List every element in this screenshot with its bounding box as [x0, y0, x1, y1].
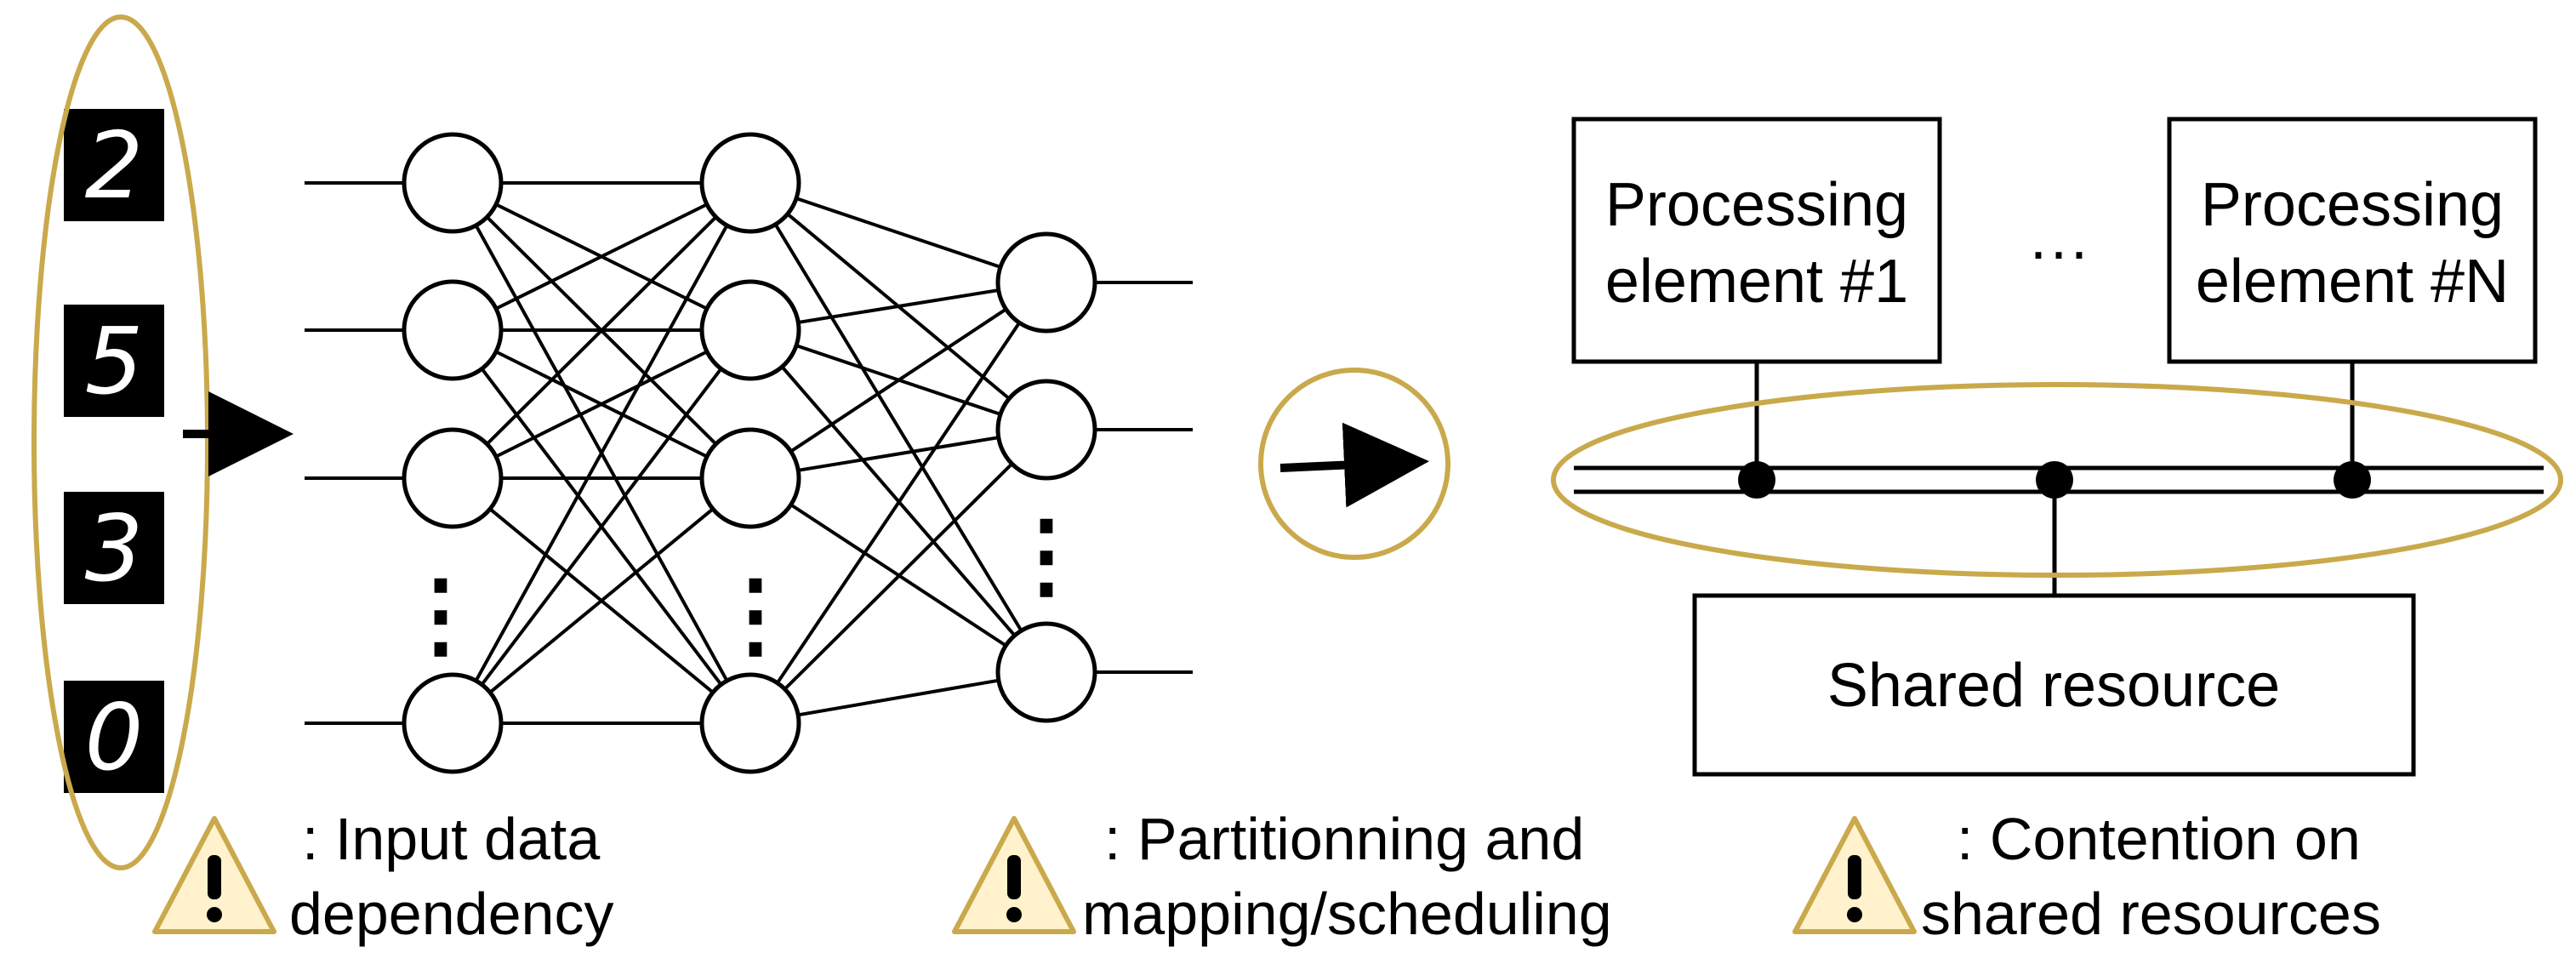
- shared-resource-label: Shared resource: [1827, 652, 2280, 720]
- processing-element-1: [1571, 117, 1942, 364]
- contention-highlight: [1551, 382, 2563, 578]
- network-connection: [474, 224, 729, 682]
- digit-tile: 0: [64, 681, 164, 793]
- digit-label: 3: [85, 496, 144, 602]
- neuron-node-layer-3: [995, 379, 1097, 481]
- network-connection: [789, 307, 1007, 453]
- neural-network: ⋮ ⋮ ⋮: [305, 132, 1193, 774]
- legend-label-line2: dependency: [289, 881, 613, 947]
- processing-element-n: [2167, 117, 2538, 364]
- network-connection: [797, 436, 1000, 472]
- digit-label: 0: [85, 685, 144, 791]
- pe1-label-line2: element #1: [1605, 248, 1908, 316]
- digit-label: 2: [85, 113, 144, 220]
- neuron-node-layer-2: [699, 672, 801, 774]
- network-connection: [795, 197, 1001, 269]
- mapping-arrow: [1279, 422, 1429, 508]
- neuron-node-layer-2: [699, 279, 801, 381]
- warning-icon: [1792, 816, 1917, 934]
- bus-junction-pen: [2334, 461, 2371, 499]
- warning-icon: [152, 816, 276, 934]
- pen-label-line2: element #N: [2196, 248, 2509, 316]
- digit-label: 5: [85, 309, 144, 415]
- legend-label-line1: : Contention on: [1957, 806, 2361, 872]
- digit-tile: 5: [64, 305, 164, 417]
- bus-junction-pe1: [1738, 461, 1775, 499]
- neuron-node-layer-1: [402, 672, 504, 774]
- legend-item-contention: : Contention on shared resources: [1792, 806, 2381, 947]
- layer1-ellipsis: ⋮: [394, 562, 487, 667]
- digit-tile: 2: [64, 109, 164, 221]
- network-connection: [776, 322, 1021, 684]
- legend: : Input data dependency : Partitionning …: [152, 806, 2381, 947]
- legend-label-line2: shared resources: [1921, 881, 2381, 947]
- shared-resource-box: [1692, 593, 2416, 777]
- legend-item-partitioning: : Partitionning and mapping/scheduling: [952, 806, 1612, 947]
- neuron-node-layer-3: [995, 621, 1097, 723]
- digit-tile: 3: [64, 492, 164, 604]
- network-io-lines: [305, 181, 1193, 725]
- legend-item-input-dependency: : Input data dependency: [152, 806, 613, 947]
- network-connection: [495, 350, 708, 459]
- layer3-ellipsis: ⋮: [1000, 503, 1093, 607]
- pe-ellipsis: ···: [2028, 218, 2089, 286]
- network-connection: [773, 223, 1023, 632]
- neuron-node-layer-2: [699, 427, 801, 529]
- network-connection: [797, 288, 1000, 324]
- network-connection: [784, 462, 1013, 691]
- pe1-label-line1: Processing: [1605, 171, 1908, 239]
- input-dependency-highlight: [31, 14, 210, 870]
- mapping-highlight: [1258, 368, 1450, 560]
- network-connection: [480, 368, 723, 686]
- neuron-node-layer-1: [402, 279, 504, 381]
- network-connection: [495, 202, 708, 311]
- neuron-node-layer-3: [995, 231, 1097, 334]
- network-connection: [488, 507, 715, 694]
- pen-label-line1: Processing: [2201, 171, 2504, 239]
- input-digits: 2 5 3 0: [64, 109, 164, 793]
- neuron-node-layer-1: [402, 132, 504, 234]
- neuron-node-layer-2: [699, 132, 801, 234]
- bus-junction-shared: [2036, 461, 2073, 499]
- network-connection: [486, 215, 717, 446]
- warning-icon: [952, 816, 1076, 934]
- legend-label-line2: mapping/scheduling: [1082, 881, 1612, 947]
- layer2-ellipsis: ⋮: [709, 562, 802, 667]
- legend-label-line1: : Input data: [302, 806, 600, 872]
- network-connection: [797, 678, 1000, 717]
- neuron-node-layer-1: [402, 427, 504, 529]
- network-nodes: [402, 132, 1097, 774]
- legend-label-line1: : Partitionning and: [1104, 806, 1584, 872]
- network-connections: [474, 181, 1023, 725]
- hardware-architecture: Processing element #1 ··· Processing ele…: [1551, 117, 2563, 777]
